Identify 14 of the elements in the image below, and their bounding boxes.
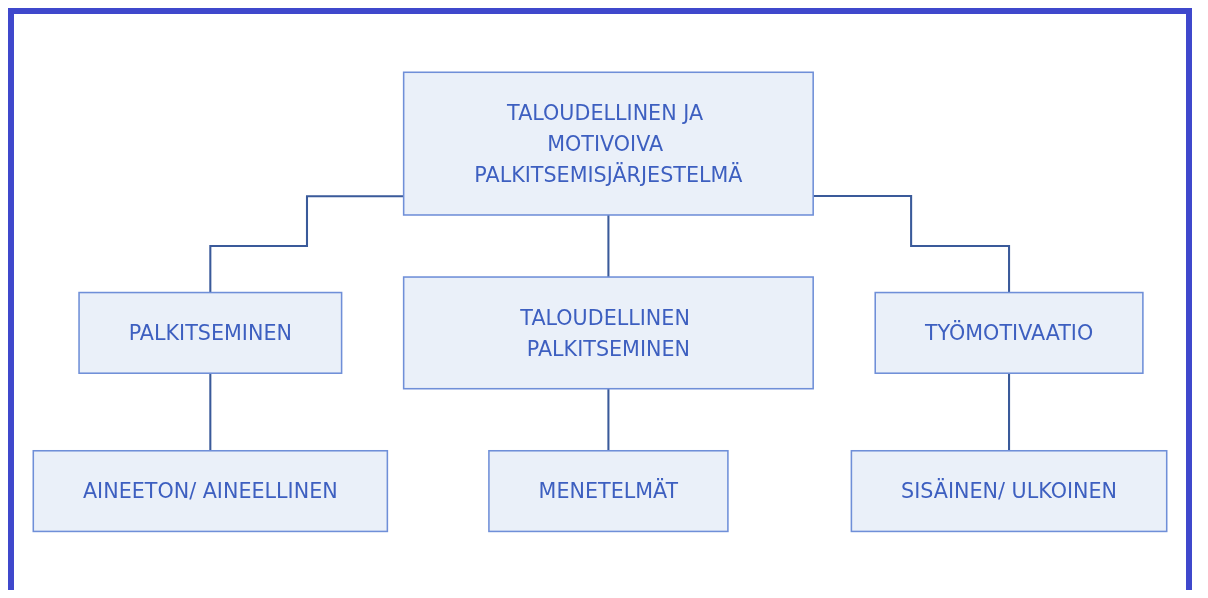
node-box <box>402 276 814 390</box>
connector <box>209 372 212 452</box>
node-box <box>488 450 729 533</box>
connector <box>813 195 1011 294</box>
node-box <box>32 450 389 533</box>
connector <box>607 387 610 452</box>
node-box <box>402 71 814 216</box>
connector <box>209 195 404 294</box>
node-box <box>874 291 1144 375</box>
node-box <box>850 450 1168 533</box>
connector <box>1008 372 1011 452</box>
page-border: TALOUDELLINEN JA MOTIVOIVA PALKITSEMISJÄRJESTELMÄ PALKITSEMINEN TALOUDELLINEN PALKITSEMINEN TYÖMOTIVAATIO AINEETON/ AINEELLINEN MENETELMÄT SISÄINEN/ ULKOINEN <box>8 8 1192 590</box>
connector <box>607 214 610 279</box>
node-box <box>78 291 343 375</box>
